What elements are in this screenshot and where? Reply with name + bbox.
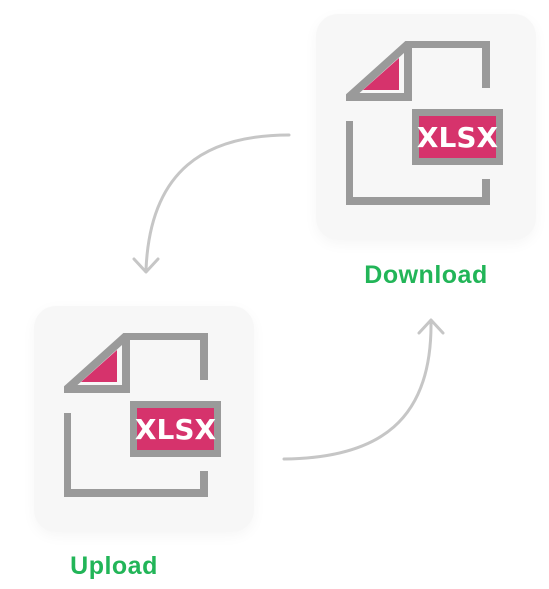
arrow-down-icon: [132, 257, 160, 274]
upload-card[interactable]: XLSX: [34, 306, 254, 532]
xlsx-file-icon: XLSX: [346, 41, 503, 205]
xlsx-badge: XLSX: [412, 109, 503, 165]
arrow-download-to-upload: [132, 133, 291, 274]
badge-label: XLSX: [417, 121, 499, 154]
xlsx-badge: XLSX: [130, 401, 221, 457]
file-outline: [64, 333, 208, 497]
folded-corner: [81, 350, 117, 382]
xlsx-file-icon: XLSX: [64, 333, 221, 497]
badge-label: XLSX: [135, 413, 217, 446]
download-label: Download: [364, 261, 488, 289]
arrow-up-icon: [417, 318, 445, 335]
file-outline: [346, 41, 490, 205]
arrow-upload-to-download: [282, 318, 445, 461]
download-card[interactable]: XLSX: [316, 14, 536, 240]
folded-corner: [363, 58, 399, 90]
upload-label: Upload: [70, 552, 158, 580]
